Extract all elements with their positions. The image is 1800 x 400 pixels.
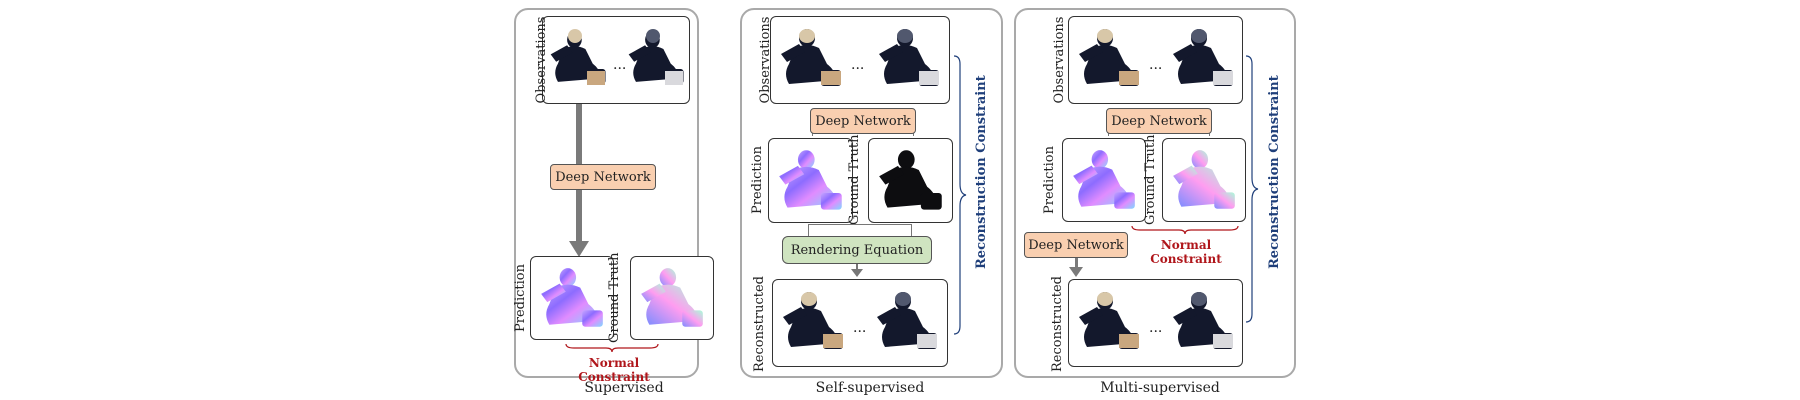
supervised-normal-brace bbox=[565, 343, 659, 353]
supervised-prediction-label: Prediction bbox=[513, 264, 528, 332]
supervised-arrowhead bbox=[569, 241, 589, 257]
observation-image-1 bbox=[550, 29, 606, 85]
multi-deep-network-box: Deep Network bbox=[1106, 108, 1212, 134]
prediction-normal-map bbox=[779, 150, 842, 210]
reconstructed-image-1 bbox=[783, 292, 843, 349]
observation-image-2 bbox=[879, 29, 939, 86]
self-prediction-box bbox=[768, 138, 853, 223]
supervised-observations-label: Observations bbox=[534, 16, 549, 104]
supervised-observations-box: ... bbox=[542, 16, 690, 104]
multi-ground-truth-box bbox=[1162, 138, 1246, 222]
self-render-arrow-line bbox=[856, 264, 858, 270]
multi-prediction-label: Prediction bbox=[1042, 146, 1057, 214]
observations-ellipsis: ... bbox=[1149, 57, 1163, 73]
multi-supervised-caption: Multi-supervised bbox=[1100, 380, 1220, 396]
multi-normal-constraint-label: Normal Constraint bbox=[1150, 238, 1222, 266]
supervised-caption: Supervised bbox=[584, 380, 664, 396]
supervised-ground-truth-label: Ground Truth bbox=[607, 252, 622, 343]
self-ground-truth-box bbox=[868, 138, 953, 223]
self-deep-network-box: Deep Network bbox=[810, 108, 916, 134]
reconstructed-image-2 bbox=[1173, 292, 1233, 349]
prediction-normal-map bbox=[1073, 150, 1135, 209]
observation-image-1 bbox=[781, 29, 841, 86]
supervised-deep-network-box: Deep Network bbox=[550, 164, 656, 190]
prediction-normal-map bbox=[541, 268, 603, 327]
multi-reconstruction-constraint-label: Reconstruction Constraint bbox=[1267, 75, 1282, 269]
multi-observations-label: Observations bbox=[1052, 16, 1067, 104]
reconstructed-image-2 bbox=[877, 292, 937, 349]
reconstructed-ellipsis: ... bbox=[1149, 320, 1163, 336]
supervised-ground-truth-box bbox=[630, 256, 714, 340]
supervised-normal-constraint-label: Normal Constraint bbox=[578, 356, 650, 384]
observation-image-2 bbox=[628, 29, 684, 85]
ground-truth-dark-render bbox=[879, 150, 942, 210]
self-reconstruction-constraint-label: Reconstruction Constraint bbox=[974, 75, 989, 269]
self-reconstructed-box: ... bbox=[772, 279, 948, 367]
self-observations-box: ... bbox=[770, 16, 950, 104]
multi-observations-box: ... bbox=[1068, 16, 1243, 104]
multi-prediction-box bbox=[1062, 138, 1146, 222]
reconstructed-ellipsis: ... bbox=[853, 320, 867, 336]
observation-image-2 bbox=[1173, 29, 1233, 86]
self-ground-truth-label: Ground Truth bbox=[847, 134, 862, 225]
self-rendering-equation-box: Rendering Equation bbox=[782, 236, 932, 264]
multi-reconstructed-box: ... bbox=[1068, 279, 1243, 367]
multi-arrowhead bbox=[1069, 267, 1083, 277]
multi-arrow-line bbox=[1075, 258, 1078, 268]
self-render-arrowhead bbox=[851, 269, 863, 277]
ground-truth-normal-map bbox=[641, 268, 703, 327]
multi-reconstructed-label: Reconstructed bbox=[1050, 276, 1065, 372]
self-reconstructed-label: Reconstructed bbox=[752, 276, 767, 372]
multi-reconstruction-brace bbox=[1245, 55, 1259, 323]
observations-ellipsis: ... bbox=[851, 57, 865, 73]
observation-image-1 bbox=[1079, 29, 1139, 86]
self-reconstruction-brace bbox=[953, 55, 967, 335]
supervised-prediction-box bbox=[530, 256, 614, 340]
self-supervised-caption: Self-supervised bbox=[815, 380, 925, 396]
reconstructed-image-1 bbox=[1079, 292, 1139, 349]
self-observations-label: Observations bbox=[758, 16, 773, 104]
multi-normal-brace bbox=[1131, 225, 1239, 235]
self-connector-mid bbox=[808, 224, 912, 238]
self-prediction-label: Prediction bbox=[750, 146, 765, 214]
observations-ellipsis: ... bbox=[613, 57, 627, 73]
multi-second-deep-network-box: Deep Network bbox=[1024, 232, 1128, 258]
multi-ground-truth-label: Ground Truth bbox=[1143, 134, 1158, 225]
ground-truth-normal-map bbox=[1173, 150, 1235, 209]
